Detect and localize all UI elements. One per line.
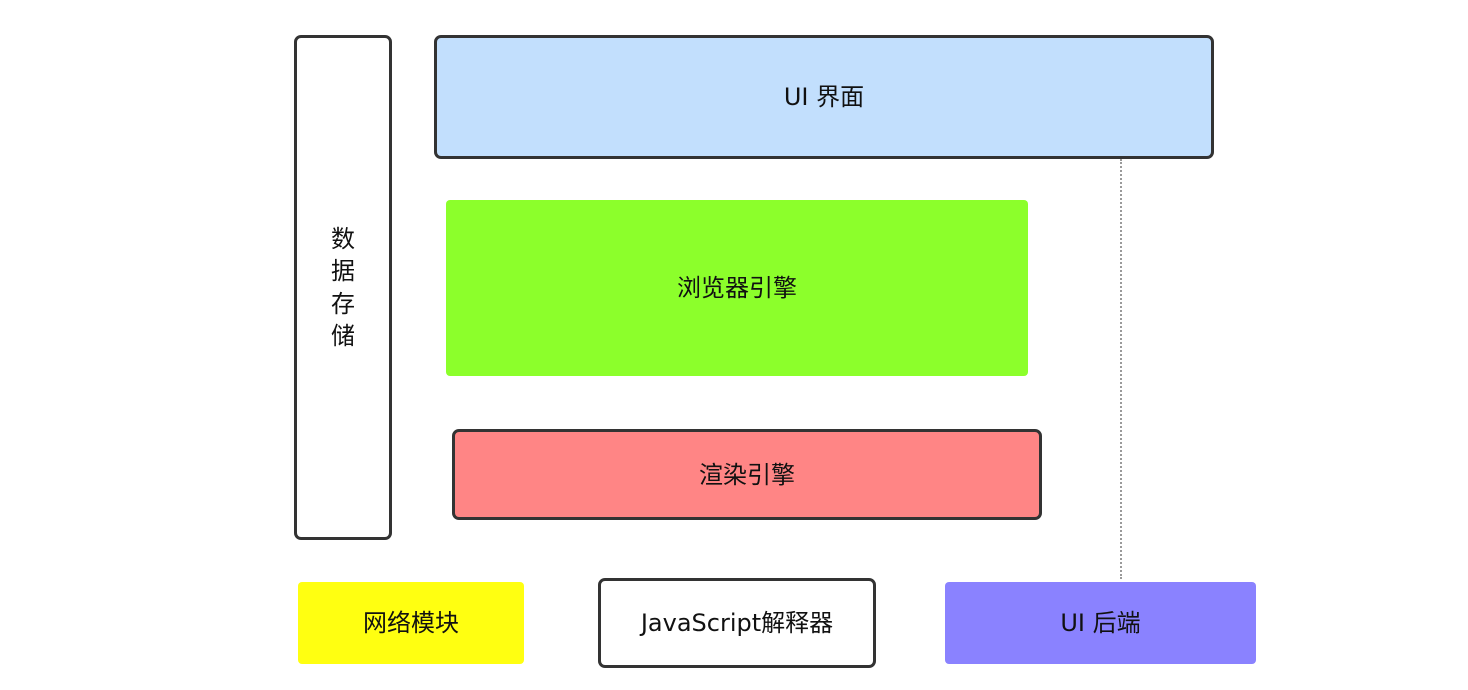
network-module-block: 网络模块 <box>298 582 524 664</box>
browser-engine-block: 浏览器引擎 <box>446 200 1028 376</box>
ui-layer-label: UI 界面 <box>783 83 865 111</box>
data-storage-block: 数据存储 <box>294 35 392 540</box>
ui-backend-block: UI 后端 <box>945 582 1256 664</box>
render-engine-block: 渲染引擎 <box>452 429 1042 520</box>
ui-backend-label: UI 后端 <box>1060 609 1141 637</box>
network-module-label: 网络模块 <box>363 609 459 637</box>
js-interpreter-block: JavaScript解释器 <box>598 578 876 668</box>
js-interpreter-label: JavaScript解释器 <box>640 609 834 637</box>
render-engine-label: 渲染引擎 <box>699 460 795 489</box>
browser-engine-label: 浏览器引擎 <box>677 274 797 302</box>
data-storage-label: 数据存储 <box>331 224 355 350</box>
ui-layer-block: UI 界面 <box>434 35 1214 159</box>
ui-backend-connector-line <box>1120 159 1122 579</box>
